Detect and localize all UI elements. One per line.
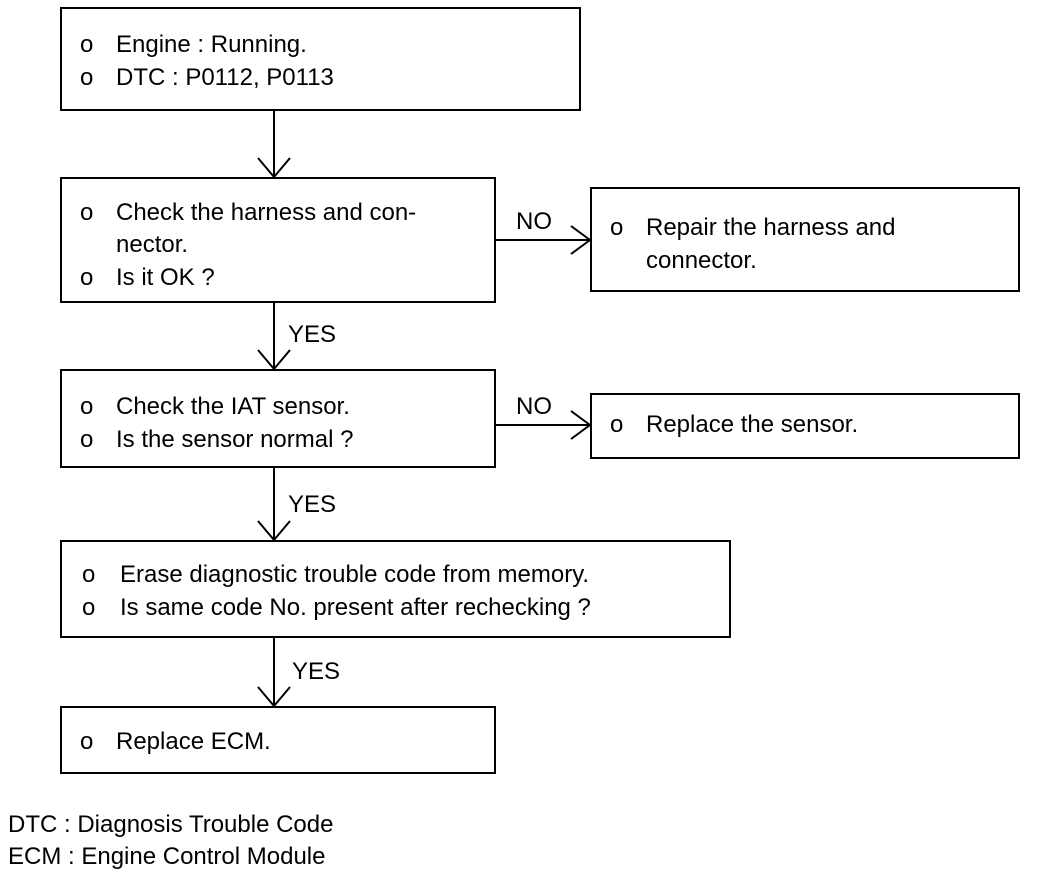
check-sensor-text: Check the IAT sensor. xyxy=(116,393,350,420)
repair-harness-text-cont: connector. xyxy=(646,247,757,274)
legend-dtc: DTC : Diagnosis Trouble Code xyxy=(8,811,334,838)
legend-ecm: ECM : Engine Control Module xyxy=(8,843,326,870)
check-harness-text: Check the harness and con- xyxy=(116,199,417,226)
bullet: o xyxy=(80,199,94,226)
no-label-harness: NO xyxy=(516,208,552,235)
bullet: o xyxy=(610,214,624,241)
check-sensor-box: o Check the IAT sensor. o Is the sensor … xyxy=(60,369,496,468)
check-harness-box: o Check the harness and con- nector. o I… xyxy=(60,177,496,303)
erase-code-question: Is same code No. present after recheckin… xyxy=(120,594,591,621)
repair-harness-box: o Repair the harness and connector. xyxy=(590,187,1020,292)
start-engine-text: Engine : Running. xyxy=(116,31,307,58)
yes-label-sensor: YES xyxy=(288,491,337,518)
yes-label-erase: YES xyxy=(292,658,341,685)
bullet: o xyxy=(610,411,624,438)
replace-ecm-box: o Replace ECM. xyxy=(60,706,496,774)
replace-sensor-text: Replace the sensor. xyxy=(646,411,859,438)
bullet: o xyxy=(80,64,94,91)
start-dtc-text: DTC : P0112, P0113 xyxy=(116,64,334,91)
bullet: o xyxy=(82,594,96,621)
repair-harness-text: Repair the harness and xyxy=(646,214,896,241)
bullet: o xyxy=(80,264,94,291)
erase-code-text: Erase diagnostic trouble code from memor… xyxy=(120,561,590,588)
check-harness-text-cont: nector. xyxy=(116,231,189,258)
erase-code-box: o Erase diagnostic trouble code from mem… xyxy=(60,540,731,638)
bullet: o xyxy=(80,393,94,420)
check-harness-question: Is it OK ? xyxy=(116,264,215,291)
bullet: o xyxy=(82,561,96,588)
check-sensor-question: Is the sensor normal ? xyxy=(116,426,354,453)
no-label-sensor: NO xyxy=(516,393,552,420)
bullet: o xyxy=(80,31,94,58)
replace-ecm-text: Replace ECM. xyxy=(116,728,271,755)
yes-label-harness: YES xyxy=(288,321,337,348)
start-conditions-box: o Engine : Running. o DTC : P0112, P0113 xyxy=(60,7,581,111)
replace-sensor-box: o Replace the sensor. xyxy=(590,393,1020,459)
bullet: o xyxy=(80,728,94,755)
bullet: o xyxy=(80,426,94,453)
